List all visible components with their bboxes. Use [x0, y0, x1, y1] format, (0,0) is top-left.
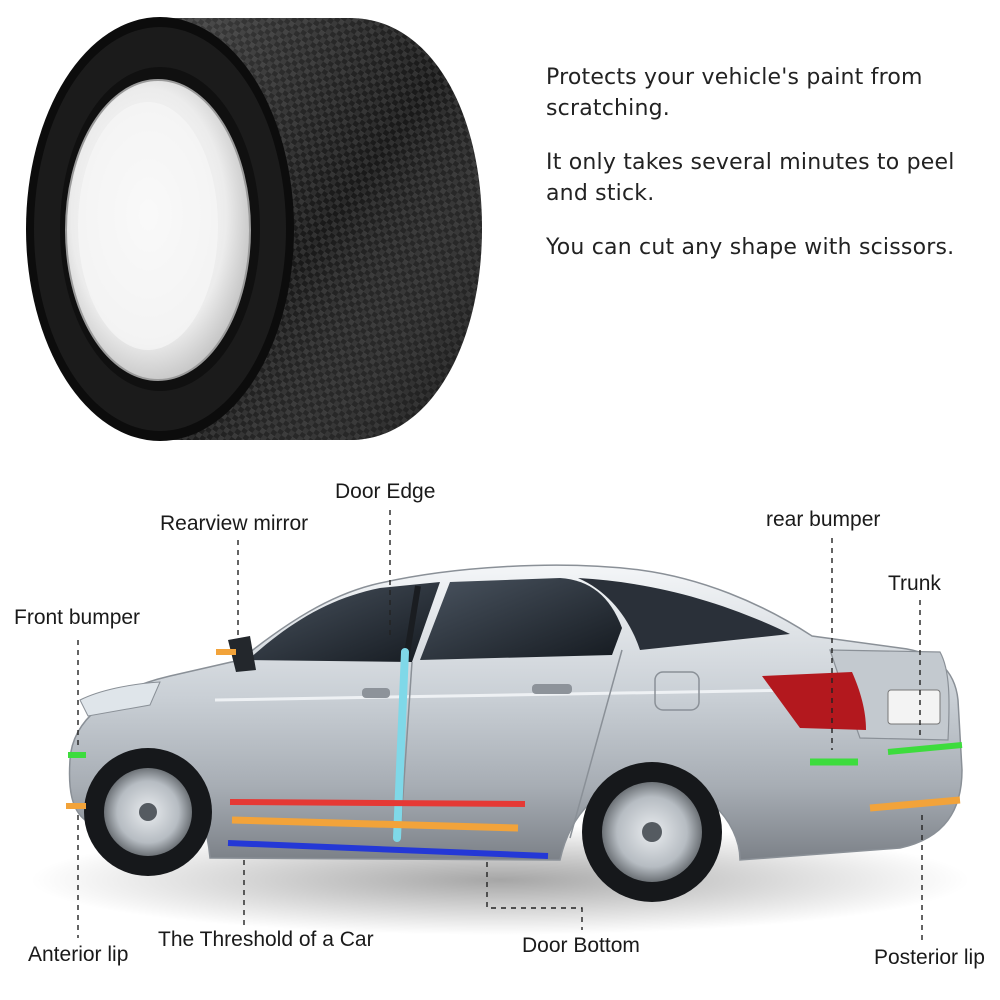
label-trunk: Trunk [888, 572, 941, 595]
carbon-fiber-tape-roll-image [26, 17, 482, 441]
label-rear-bumper: rear bumper [766, 508, 881, 531]
label-posterior-lip: Posterior lip [874, 946, 985, 969]
trunk-strip [887, 742, 963, 755]
label-door-bottom: Door Bottom [522, 934, 640, 957]
threshold-blue-strip [227, 840, 549, 859]
door-bottom-red-strip [229, 799, 526, 807]
label-rearview-mirror: Rearview mirror [160, 512, 309, 535]
feature-cut-any-shape: You can cut any shape with scissors. [546, 235, 955, 260]
posterior-lip-strip [869, 796, 961, 812]
label-door-edge: Door Edge [335, 480, 436, 503]
feature-quick-install: It only takes several minutes to peel an… [546, 150, 955, 206]
label-anterior-lip: Anterior lip [28, 943, 129, 966]
door-edge-strip [393, 648, 409, 842]
label-front-bumper: Front bumper [14, 606, 141, 629]
rear-wheel [582, 762, 722, 902]
feature-list: Protects your vehicle's paint from scrat… [546, 62, 996, 286]
label-threshold: The Threshold of a Car [158, 928, 374, 951]
car-application-diagram [30, 510, 970, 944]
feature-paint-protection: Protects your vehicle's paint from scrat… [546, 65, 923, 121]
threshold-orange-strip [231, 816, 519, 832]
front-wheel [84, 748, 212, 876]
